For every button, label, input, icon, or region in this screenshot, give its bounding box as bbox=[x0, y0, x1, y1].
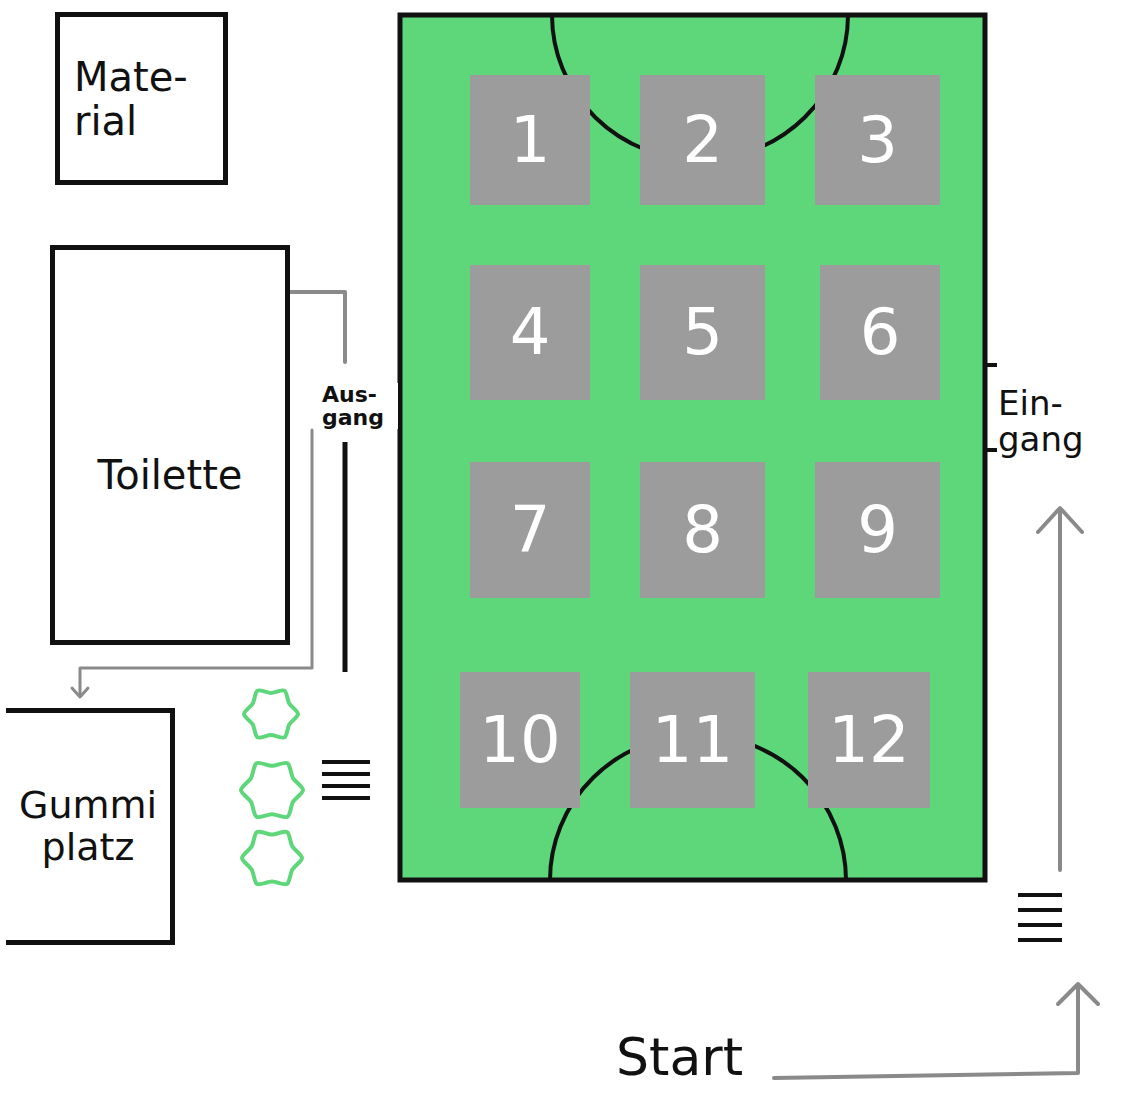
station-square: 2 bbox=[640, 75, 765, 205]
station-square: 12 bbox=[808, 672, 930, 808]
bushes bbox=[241, 690, 303, 884]
room-label: Gummi platz bbox=[12, 785, 164, 869]
entrance-label: Ein- gang bbox=[998, 386, 1126, 457]
rubber-court: Gummi platz bbox=[6, 708, 175, 945]
station-number: 11 bbox=[652, 705, 733, 775]
station-number: 10 bbox=[479, 705, 560, 775]
station-square: 8 bbox=[640, 462, 765, 598]
bush bbox=[244, 690, 298, 737]
station-number: 7 bbox=[510, 495, 551, 565]
room-label: Mate- rial bbox=[74, 55, 217, 143]
station-square: 5 bbox=[640, 265, 765, 400]
station-square: 10 bbox=[460, 672, 580, 808]
station-number: 4 bbox=[510, 297, 551, 367]
station-number: 9 bbox=[857, 495, 898, 565]
stairs-right bbox=[1018, 895, 1062, 940]
station-square: 3 bbox=[815, 75, 940, 205]
fence-wall bbox=[343, 442, 348, 672]
entrance-mark bbox=[985, 448, 997, 452]
toilet-room: Toilette bbox=[50, 245, 290, 645]
room-label: Toilette bbox=[98, 453, 243, 497]
station-square: 9 bbox=[815, 462, 940, 598]
entrance-mark bbox=[985, 363, 997, 367]
station-square: 6 bbox=[820, 265, 940, 400]
bush bbox=[242, 832, 302, 885]
start-label: Start bbox=[616, 1030, 776, 1085]
station-number: 8 bbox=[682, 495, 723, 565]
station-number: 5 bbox=[682, 297, 723, 367]
exit-label: Aus- gang bbox=[322, 383, 398, 429]
sports-field bbox=[400, 15, 985, 880]
bush bbox=[241, 763, 303, 817]
material-room: Mate- rial bbox=[55, 12, 228, 185]
station-square: 11 bbox=[630, 672, 755, 808]
station-square: 7 bbox=[470, 462, 590, 598]
station-square: 4 bbox=[470, 265, 590, 400]
station-number: 1 bbox=[510, 105, 551, 175]
station-square: 1 bbox=[470, 75, 590, 205]
station-number: 6 bbox=[860, 297, 901, 367]
stairs-left bbox=[322, 762, 370, 798]
station-number: 3 bbox=[857, 105, 898, 175]
station-number: 2 bbox=[682, 105, 723, 175]
station-number: 12 bbox=[828, 705, 909, 775]
